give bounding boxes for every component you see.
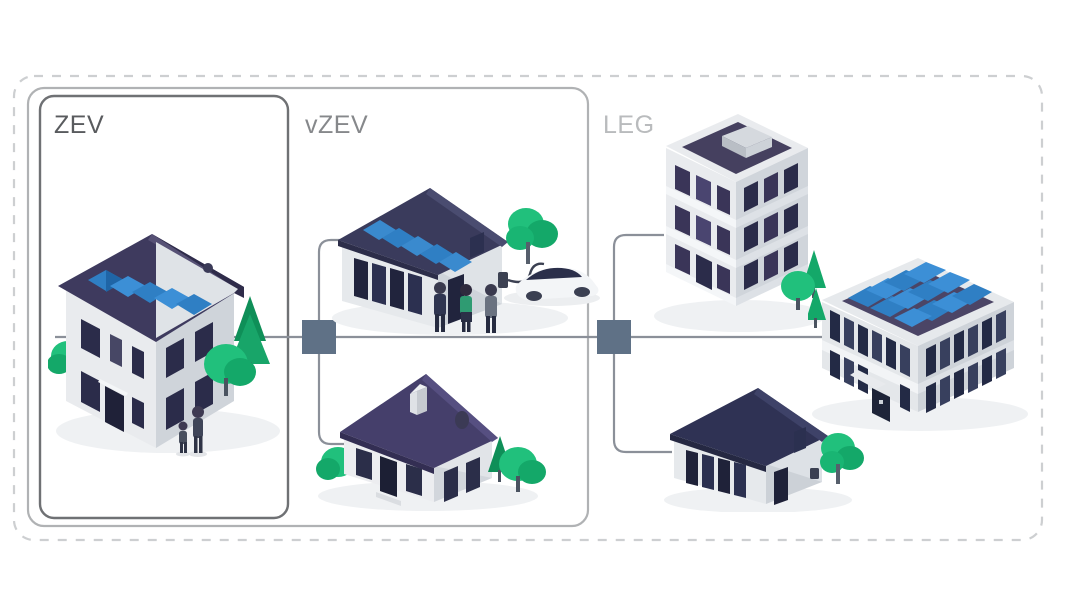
rooftop-plant-unit bbox=[722, 126, 772, 158]
window-group-right bbox=[744, 163, 798, 290]
house-roof-edge bbox=[338, 240, 438, 280]
zone-label-vzev: vZEV bbox=[305, 111, 369, 139]
grid-connector-node-left[interactable] bbox=[302, 320, 336, 354]
apartment-tower bbox=[654, 114, 826, 332]
person-figure-woman-green bbox=[460, 284, 472, 332]
meter-box-icon bbox=[810, 468, 819, 479]
charging-cable bbox=[507, 262, 545, 284]
adult-figure bbox=[189, 406, 207, 457]
window-group-right bbox=[444, 457, 480, 502]
person-figure-man-suit bbox=[434, 282, 446, 332]
window-group-front bbox=[354, 258, 422, 315]
gable-window bbox=[455, 411, 469, 429]
grid-connector-node-right[interactable] bbox=[597, 320, 631, 354]
window-strips-right bbox=[926, 310, 1006, 413]
tree-icon bbox=[499, 447, 546, 492]
floor-band bbox=[822, 340, 918, 394]
house-roof-edge bbox=[340, 432, 434, 474]
door-canopy bbox=[98, 379, 128, 396]
house-roof bbox=[340, 374, 498, 468]
single-family-house-with-solar bbox=[48, 234, 280, 457]
house-door bbox=[105, 386, 124, 432]
vzev-zone-frame bbox=[26, 86, 590, 528]
tower-entrance-door bbox=[696, 254, 712, 290]
modern-house-with-solar-and-ev-charger bbox=[332, 188, 600, 335]
house-roof-right bbox=[422, 374, 498, 442]
chimney-icon bbox=[410, 384, 427, 415]
branch-right-down bbox=[612, 337, 672, 454]
tree-icon bbox=[204, 344, 256, 396]
child-figure bbox=[176, 421, 190, 457]
zev-zone-frame bbox=[38, 94, 290, 520]
window-group-left bbox=[675, 165, 730, 294]
tree-icon bbox=[781, 271, 815, 310]
house-roof-edge bbox=[670, 434, 766, 472]
window-strips-left-upper bbox=[830, 310, 910, 377]
house-door bbox=[774, 467, 788, 505]
window-group-front bbox=[686, 450, 746, 498]
ground-shadow bbox=[812, 397, 1028, 431]
house-roof-right bbox=[754, 388, 828, 442]
office-building-with-solar bbox=[808, 258, 1028, 431]
solar-panel-array bbox=[88, 270, 212, 315]
house-roof bbox=[670, 388, 828, 466]
cottage-house bbox=[316, 374, 546, 511]
solar-panel-array bbox=[363, 220, 472, 272]
house-door bbox=[448, 274, 464, 324]
window-group-front bbox=[356, 448, 422, 496]
tree-icon bbox=[820, 433, 864, 484]
suburban-house bbox=[664, 388, 864, 512]
zone-label-leg: LEG bbox=[603, 111, 655, 139]
window-group-left bbox=[81, 319, 144, 429]
tree-icon bbox=[808, 288, 826, 328]
door-step bbox=[376, 492, 401, 506]
person-figure-man-grey bbox=[485, 284, 497, 333]
gable-vent-icon bbox=[203, 263, 213, 273]
ev-charger-icon bbox=[498, 272, 508, 288]
house-gable-right bbox=[156, 242, 238, 338]
electric-car bbox=[504, 267, 600, 306]
window-group-right bbox=[166, 322, 213, 430]
window-gable bbox=[470, 232, 484, 258]
branch-left-down bbox=[317, 337, 346, 446]
leg-zone-frame bbox=[12, 74, 1044, 542]
house-roof-right bbox=[426, 188, 508, 247]
house-door bbox=[380, 456, 397, 497]
window-gable bbox=[794, 427, 806, 453]
house-roof bbox=[338, 188, 508, 275]
office-entrance bbox=[850, 370, 890, 422]
ground-shadow bbox=[654, 300, 826, 332]
zone-label-zev: ZEV bbox=[54, 111, 105, 139]
branch-left-up bbox=[317, 238, 352, 337]
tree-icon bbox=[506, 208, 558, 264]
branch-right-up bbox=[612, 233, 664, 337]
solar-panel-array bbox=[848, 262, 992, 327]
